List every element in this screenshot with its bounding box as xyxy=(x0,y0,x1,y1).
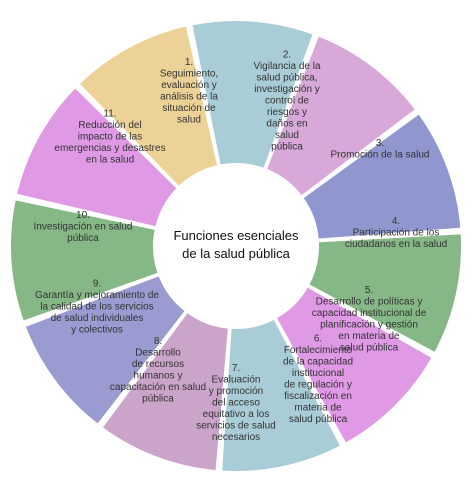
segment-text-line: salud pública xyxy=(289,414,348,425)
segment-text-line: institucional xyxy=(292,368,344,379)
segment-text-line: ciudadanos en la salud xyxy=(345,239,447,250)
segment-text-line: Desarrollo de políticas y xyxy=(316,296,423,307)
segment-text-line: Garantía y mejoramiento de xyxy=(35,290,159,301)
segment-number: 3. xyxy=(376,138,384,149)
center-circle xyxy=(154,164,318,328)
segment-text-line: capacidad institucional de xyxy=(312,308,427,319)
segment-text-line: Evaluación xyxy=(212,375,261,386)
segment-text-line: capacitación en salud xyxy=(110,382,206,393)
segment-text-line: salud pública xyxy=(340,342,399,353)
segment-text-line: de recursos xyxy=(132,359,184,370)
segment-text-line: Vigilancia de la xyxy=(253,61,321,72)
segment-text-line: Participación de los xyxy=(353,228,440,239)
center-title-line: Funciones esenciales xyxy=(173,228,299,243)
segment-text-line: de regulación y xyxy=(284,379,352,390)
segment-text-line: evaluación y xyxy=(161,80,217,91)
segment-number: 11. xyxy=(103,109,116,120)
segment-text-line: salud xyxy=(275,130,299,141)
segment-text-line: la calidad de los servicios xyxy=(40,302,153,313)
segment-number: 8. xyxy=(154,336,162,347)
segment-text-line: Desarrollo xyxy=(135,347,181,358)
segment-text-line: servicios de salud xyxy=(196,421,275,432)
segment-number: 1. xyxy=(185,57,193,68)
segment-text-line: Reducción del xyxy=(78,120,141,131)
segment-3-label: 3.Promoción de la salud xyxy=(331,138,430,161)
segment-text-line: y colectivos xyxy=(71,325,123,336)
segment-text-line: de la capacidad xyxy=(283,356,353,367)
segment-text-line: del acceso xyxy=(212,398,260,409)
segment-text-line: situación de xyxy=(162,103,216,114)
segment-text-line: equitativo a los xyxy=(203,409,270,420)
segment-number: 2. xyxy=(283,50,291,61)
segment-number: 6. xyxy=(314,333,322,344)
segment-text-line: Investigación en salud xyxy=(34,222,133,233)
segment-text-line: Fortalecimiento xyxy=(284,345,353,356)
segment-text-line: de salud individuales xyxy=(51,313,144,324)
segment-number: 4. xyxy=(392,216,400,227)
segment-text-line: impacto de las xyxy=(78,132,142,143)
segment-text-line: planificación y gestión xyxy=(320,319,418,330)
segment-text-line: pública xyxy=(67,233,99,244)
segment-text-line: necesarios xyxy=(212,432,260,443)
segment-text-line: control de xyxy=(265,96,309,107)
segment-text-line: pública xyxy=(271,142,303,153)
segment-text-line: salud pública, xyxy=(256,73,317,84)
segment-text-line: riesgos y xyxy=(267,107,307,118)
segment-text-line: investigación y xyxy=(254,84,320,95)
segment-text-line: humanos y xyxy=(134,370,183,381)
segment-text-line: Promoción de la salud xyxy=(331,149,430,160)
segment-text-line: fiscalización en xyxy=(284,391,352,402)
center-title: Funciones esenciales de la salud pública xyxy=(173,228,299,261)
center-title-line: de la salud pública xyxy=(182,246,290,261)
segment-text-line: en materia de xyxy=(338,331,400,342)
segment-text-line: en la salud xyxy=(86,155,134,166)
segment-text-line: Seguimiento, xyxy=(160,68,218,79)
segment-text-line: emergencias y desastres xyxy=(54,143,165,154)
segment-number: 7. xyxy=(232,363,240,374)
segment-text-line: materia de xyxy=(294,402,342,413)
segment-text-line: daños en xyxy=(266,119,307,130)
segment-number: 9. xyxy=(93,279,101,290)
segment-text-line: salud xyxy=(177,114,201,125)
segment-number: 5. xyxy=(365,285,373,296)
segment-text-line: pública xyxy=(142,393,174,404)
segment-number: 10. xyxy=(76,210,90,221)
segment-text-line: análisis de la xyxy=(160,91,218,102)
segment-text-line: y promoción xyxy=(209,386,263,397)
